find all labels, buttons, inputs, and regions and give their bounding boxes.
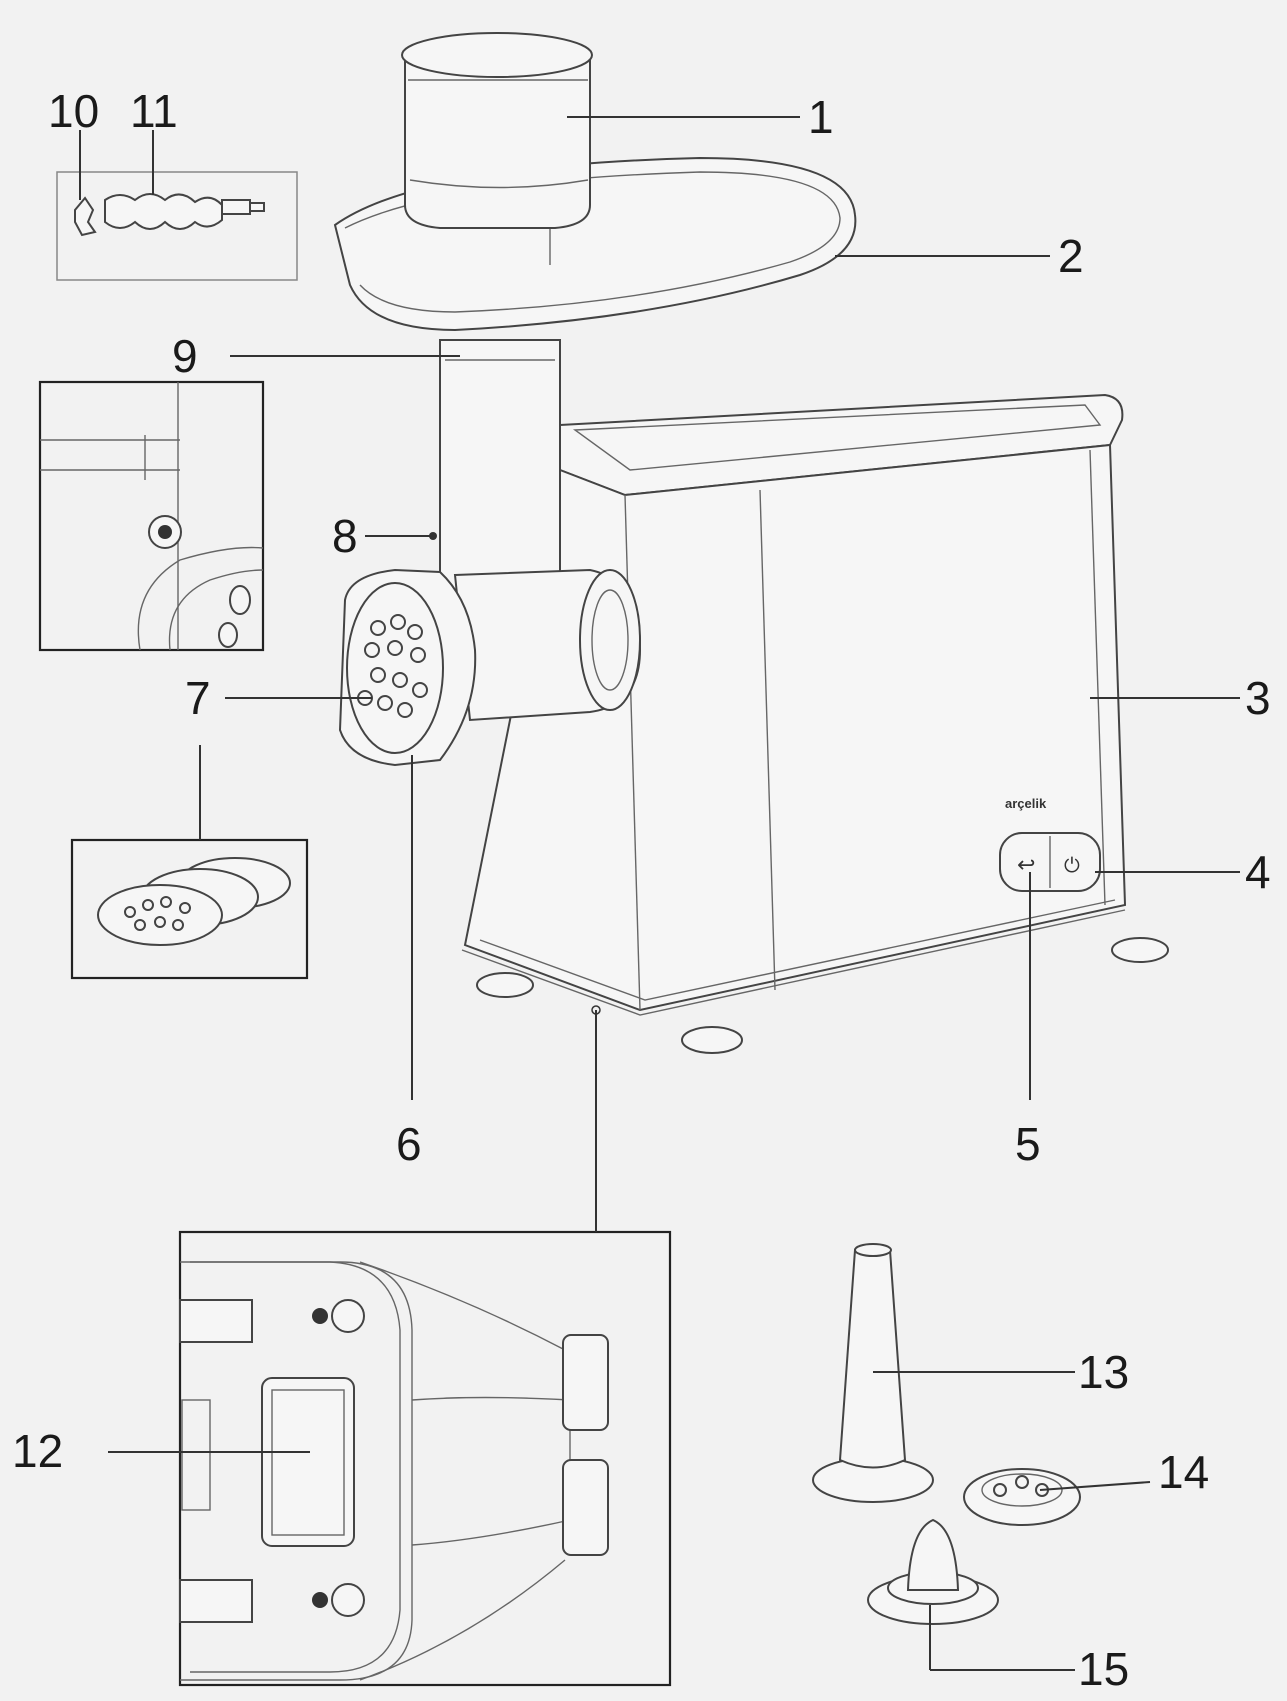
callout-1: 1 — [808, 91, 834, 143]
reverse-button-icon: ↩ — [1017, 853, 1035, 878]
callout-15: 15 — [1078, 1643, 1129, 1695]
spacer-disc — [963, 1468, 1081, 1526]
grinder-head — [338, 339, 642, 767]
brand-logo: arçelik — [1005, 796, 1047, 811]
inset-plates — [70, 838, 309, 980]
food-pusher — [401, 32, 593, 229]
cutting-plate — [357, 614, 428, 718]
callout-labels: 1 2 3 4 5 6 7 8 9 10 11 12 13 14 15 — [12, 85, 1271, 1695]
callout-10: 10 — [48, 85, 99, 137]
inset-bottom-view — [178, 1230, 672, 1687]
sausage-funnel — [812, 1243, 934, 1503]
callout-6: 6 — [396, 1118, 422, 1170]
blade — [74, 196, 97, 237]
callout-3: 3 — [1245, 672, 1271, 724]
auger-screw — [104, 193, 223, 230]
callout-4: 4 — [1245, 846, 1271, 898]
power-button-icon: ⏻ — [1064, 853, 1080, 877]
motor-body: arçelik ↩ ⏻ — [461, 393, 1169, 1054]
kebbe-attachment — [867, 1518, 999, 1625]
callout-13: 13 — [1078, 1346, 1129, 1398]
inset-auger — [56, 171, 298, 281]
callout-12: 12 — [12, 1425, 63, 1477]
callout-11: 11 — [130, 85, 178, 137]
inset-lock-knob — [38, 380, 265, 652]
callout-14: 14 — [1158, 1446, 1209, 1498]
callout-2: 2 — [1058, 230, 1084, 282]
callout-5: 5 — [1015, 1118, 1041, 1170]
callout-7: 7 — [185, 672, 211, 724]
leader-lines — [79, 116, 1240, 1671]
callout-8: 8 — [332, 510, 358, 562]
callout-9: 9 — [172, 330, 198, 382]
